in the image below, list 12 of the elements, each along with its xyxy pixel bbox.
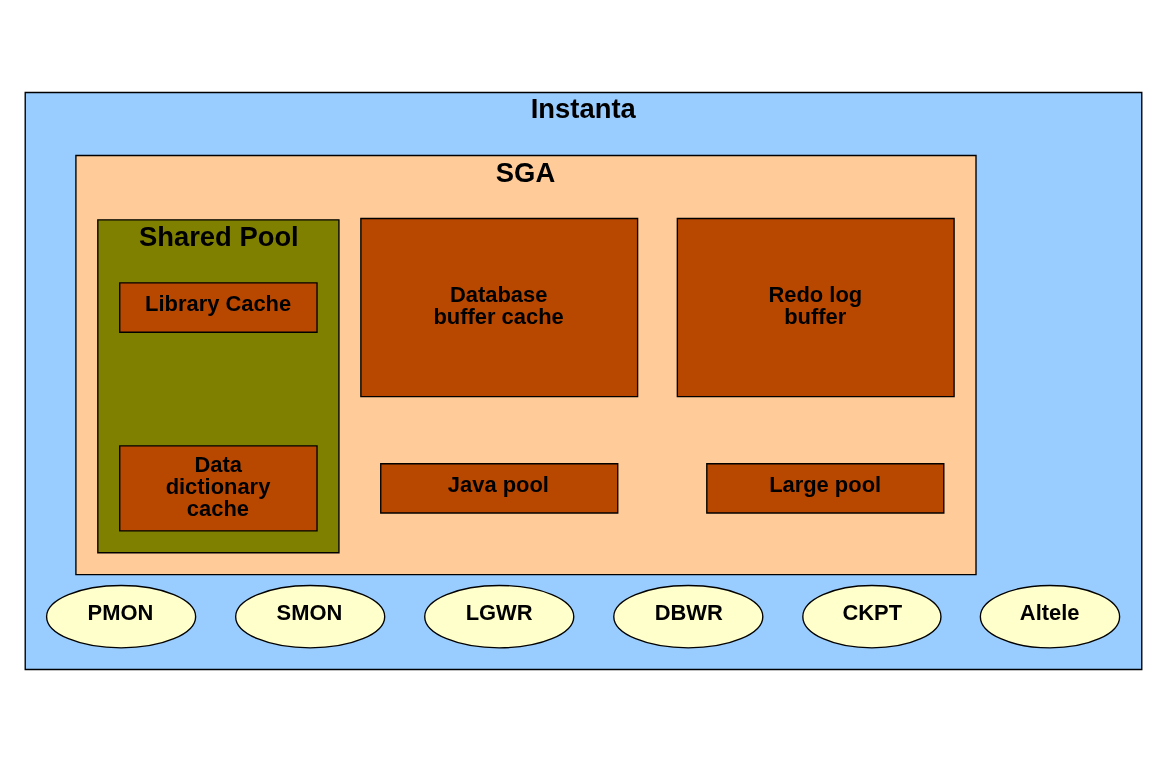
node-box: Library Cache	[119, 282, 318, 333]
node-ellipse: LGWR	[424, 584, 575, 649]
node-box: Large pool	[706, 463, 945, 514]
node-ellipse: DBWR	[613, 584, 764, 649]
node-ellipse: PMON	[45, 584, 197, 649]
node-ellipse: SMON	[235, 584, 386, 649]
node-box: Data dictionary cache	[119, 445, 318, 532]
node-ellipse: Altele	[979, 584, 1121, 649]
node-ellipse: CKPT	[802, 584, 942, 649]
node-box: Redo log buffer	[676, 217, 955, 398]
node-box: Java pool	[380, 463, 619, 514]
node-box: Database buffer cache	[360, 217, 639, 398]
